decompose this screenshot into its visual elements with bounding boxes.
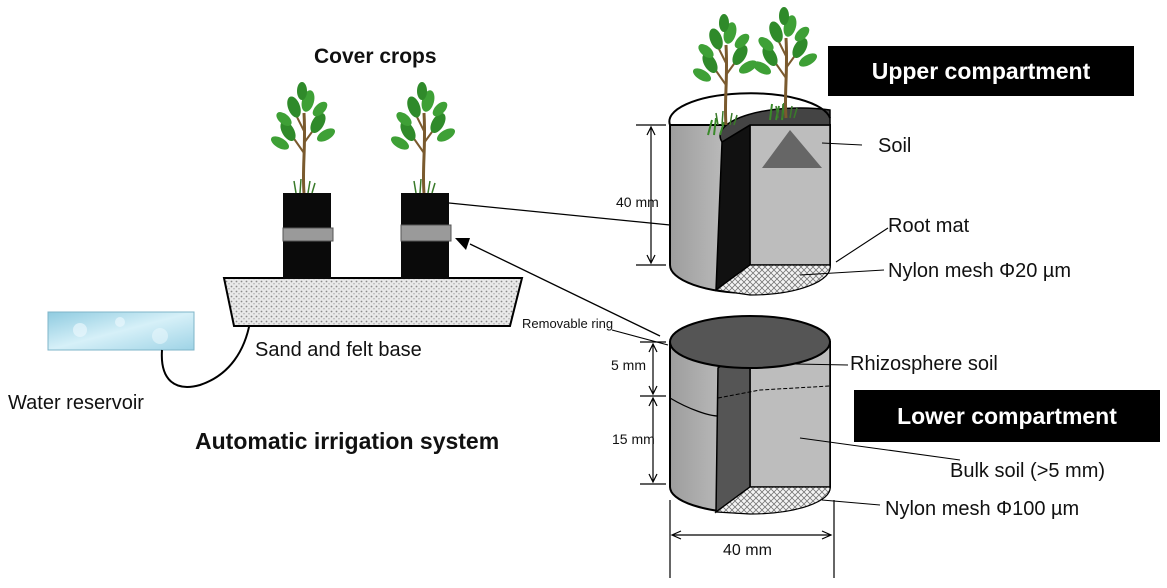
connector-arrowhead [455,238,470,250]
dimension-lower-height [640,396,666,485]
lower-height-dimension: 15 mm [612,431,655,447]
nylon-mesh-upper-label: Nylon mesh Φ20 µm [888,260,1072,282]
plant-left [267,80,339,195]
upper-cylinder [668,92,831,296]
lower-cylinder [669,315,831,515]
dimension-diameter [669,500,835,578]
connector-pot-upper [448,202,671,226]
diameter-dimension: 40 mm [723,542,772,559]
connector-lower-pot [469,243,661,337]
dimension-upper-height [636,124,666,266]
leader-lines [611,142,961,506]
ring-height-dimension: 5 mm [611,357,646,373]
upper-compartment-label: Upper compartment [828,46,1134,96]
rhizosphere-soil-label: Rhizosphere soil [850,353,998,375]
root-mat-label: Root mat [888,215,970,237]
bulk-soil-label: Bulk soil (>5 mm) [950,460,1106,482]
nylon-mesh-lower-label: Nylon mesh Φ100 µm [885,498,1080,520]
removable-ring-label: Removable ring [522,316,614,331]
wick-tube [160,321,251,388]
cover-crops-label: Cover crops [314,45,437,68]
plant-right [387,80,459,195]
sand-felt-tray [222,277,524,327]
upper-height-dimension: 40 mm [616,194,659,210]
pot-left-band [282,227,334,242]
sand-felt-base-label: Sand and felt base [255,339,422,361]
soil-label: Soil [878,135,912,157]
automatic-irrigation-label: Automatic irrigation system [195,428,500,454]
plant-upper-1 [689,12,761,127]
pot-right-band [400,224,452,242]
water-reservoir-label: Water reservoir [8,392,144,414]
dimension-ring-height [640,341,666,397]
lower-compartment-label: Lower compartment [854,390,1160,442]
